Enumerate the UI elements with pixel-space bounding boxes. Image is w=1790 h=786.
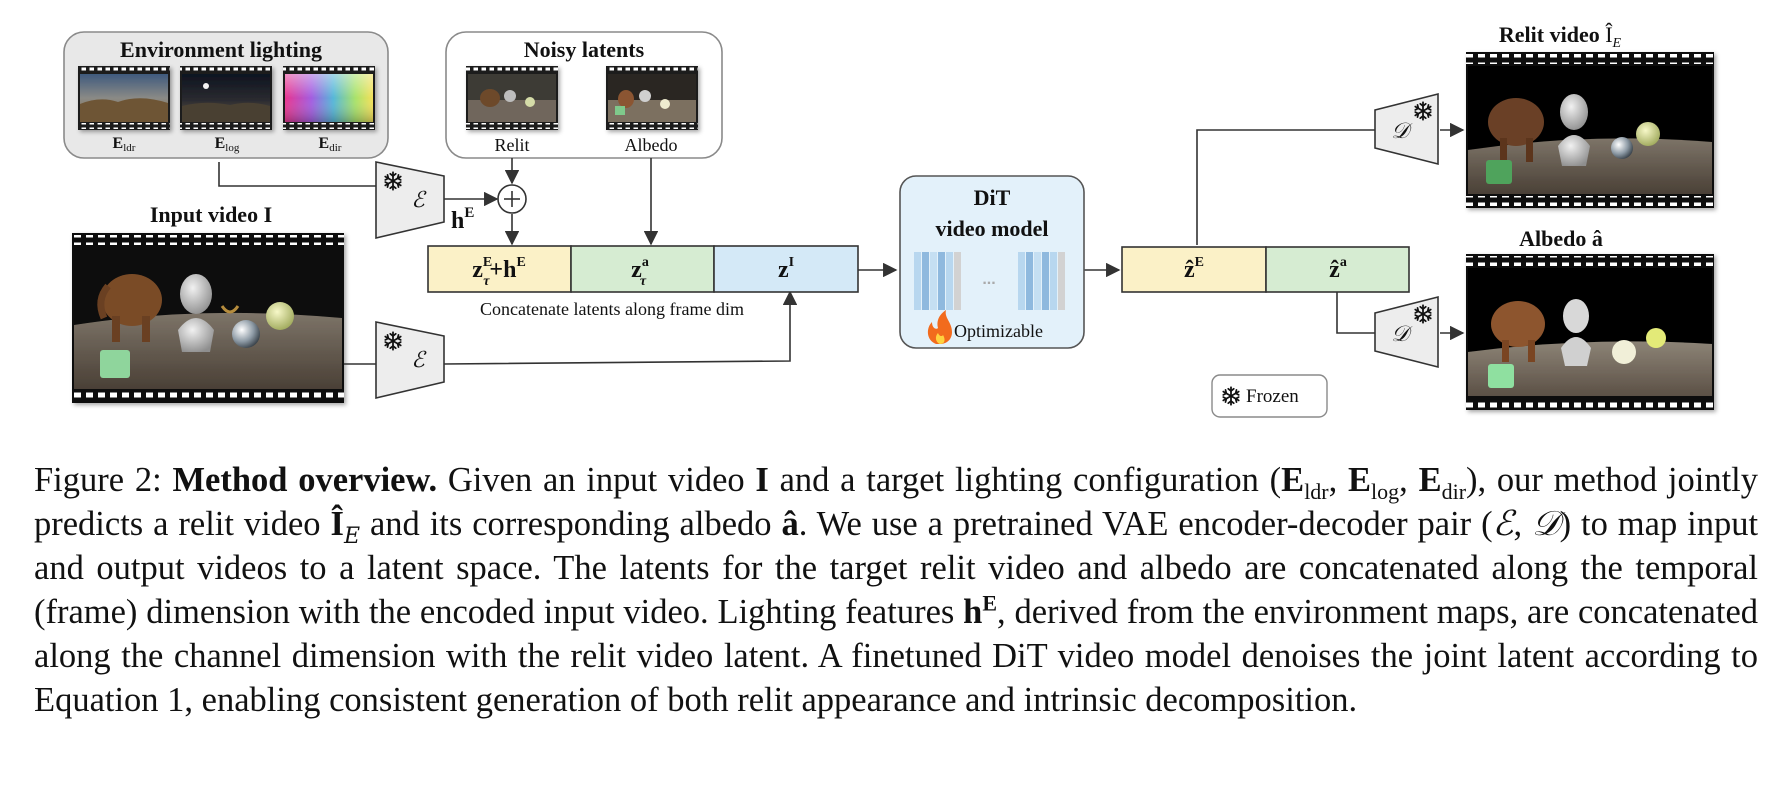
env-map-ldr-label: Eldr — [113, 135, 136, 154]
output-latent-bar: ẑE ẑa — [1121, 246, 1410, 293]
encoder-input: ℰ — [375, 321, 445, 400]
decoder-albedo: 𝒟 — [1374, 295, 1439, 369]
relit-video-frame — [1466, 52, 1714, 208]
env-map-ldr — [78, 66, 170, 130]
albedo-label: Albedo â — [1519, 226, 1603, 251]
figure-caption: Figure 2: Method overview. Given an inpu… — [34, 461, 1759, 719]
noisy-albedo-label: Albedo — [625, 135, 678, 155]
h-e-label: hE — [451, 205, 474, 234]
decoder-albedo-symbol: 𝒟 — [1391, 322, 1413, 347]
encoder-env-symbol: ℰ — [411, 188, 427, 213]
input-video-label: Input video I — [150, 202, 272, 227]
env-map-log-label: Elog — [215, 135, 240, 154]
env-group-label: Environment lighting — [120, 37, 322, 62]
encoder-env: ℰ — [375, 161, 445, 240]
noisy-latents-group: Noisy latents Relit Albedo — [445, 31, 723, 159]
relit-video-label: Relit video ÎE — [1499, 22, 1622, 51]
albedo-frame — [1466, 254, 1714, 410]
latent-input-block: zI — [778, 255, 794, 283]
frozen-label: Frozen — [1246, 386, 1299, 407]
decoder-relit-symbol: 𝒟 — [1391, 119, 1413, 144]
noisy-relit-label: Relit — [495, 135, 530, 155]
env-map-dir-label: Edir — [319, 135, 342, 154]
dit-title-2: video model — [935, 216, 1048, 241]
output-relit-latent: ẑE — [1184, 255, 1204, 283]
add-node — [497, 184, 527, 214]
dit-ellipsis: ... — [982, 271, 995, 288]
noisy-albedo-thumb — [606, 66, 698, 130]
output-albedo-latent: ẑa — [1329, 255, 1347, 283]
fire-icon — [927, 310, 952, 344]
env-map-log — [180, 66, 272, 130]
concat-label: Concatenate latents along frame dim — [480, 299, 744, 319]
noisy-group-label: Noisy latents — [524, 37, 645, 62]
dit-video-model: DiT video model ... Optimizable — [899, 175, 1085, 349]
env-map-dir — [283, 66, 375, 130]
caption-fig-number: Figure 2: — [34, 461, 162, 499]
frozen-legend: Frozen — [1211, 374, 1328, 418]
dit-title-1: DiT — [974, 185, 1011, 210]
encoder-input-symbol: ℰ — [411, 348, 427, 373]
method-overview-diagram: Environment lighting Eldr Elog — [63, 22, 1714, 418]
input-video-frame — [72, 233, 344, 403]
dit-optimizable-label: Optimizable — [954, 321, 1043, 341]
caption-title: Method overview. — [172, 461, 438, 499]
dit-frame-strips — [914, 252, 1065, 310]
decoder-relit: 𝒟 — [1374, 92, 1439, 166]
noisy-relit-thumb — [466, 66, 558, 130]
environment-lighting-group: Environment lighting Eldr Elog — [63, 31, 389, 159]
